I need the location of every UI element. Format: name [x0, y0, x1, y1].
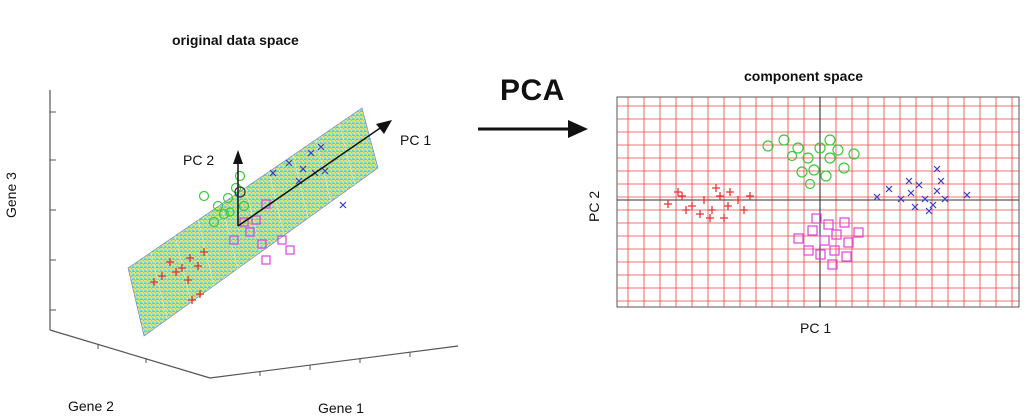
right-cluster-green	[762, 134, 860, 190]
origin-marker	[234, 186, 246, 198]
pc1-arrow-line	[237, 123, 387, 227]
right-cluster-red	[664, 184, 754, 222]
gene3-axis-label: Gene 3	[3, 172, 19, 218]
grid-horizontal	[617, 105, 1019, 302]
pc1-axis-label: PC 1	[800, 320, 832, 336]
pca-label: PCA	[500, 74, 565, 107]
pc-plane	[127, 107, 379, 337]
z-ticks	[50, 111, 56, 311]
gene2-axis-label: Gene 2	[68, 398, 114, 414]
pc1-label: PC 1	[400, 132, 432, 148]
x-axis-line-front	[209, 345, 459, 379]
pc2-label: PC 2	[183, 152, 215, 168]
pc2-arrow-head	[233, 150, 243, 164]
x-axis-line-back	[49, 329, 211, 379]
right-panel-title: component space	[744, 68, 864, 84]
pc2-axis-label: PC 2	[586, 190, 602, 222]
plot-frame	[616, 96, 1020, 308]
left-cluster-red	[150, 248, 208, 304]
left-cluster-green	[198, 170, 250, 228]
right-cluster-blue	[873, 165, 971, 215]
pc1-arrow-head	[376, 120, 392, 134]
pca-arrow	[478, 120, 588, 138]
component-space-plot	[616, 96, 1020, 308]
original-data-plot	[49, 90, 459, 379]
gene1-axis-label: Gene 1	[318, 400, 364, 416]
left-panel-title: original data space	[172, 32, 299, 48]
bottom-ticks	[97, 344, 411, 376]
right-cluster-magenta	[793, 213, 864, 270]
